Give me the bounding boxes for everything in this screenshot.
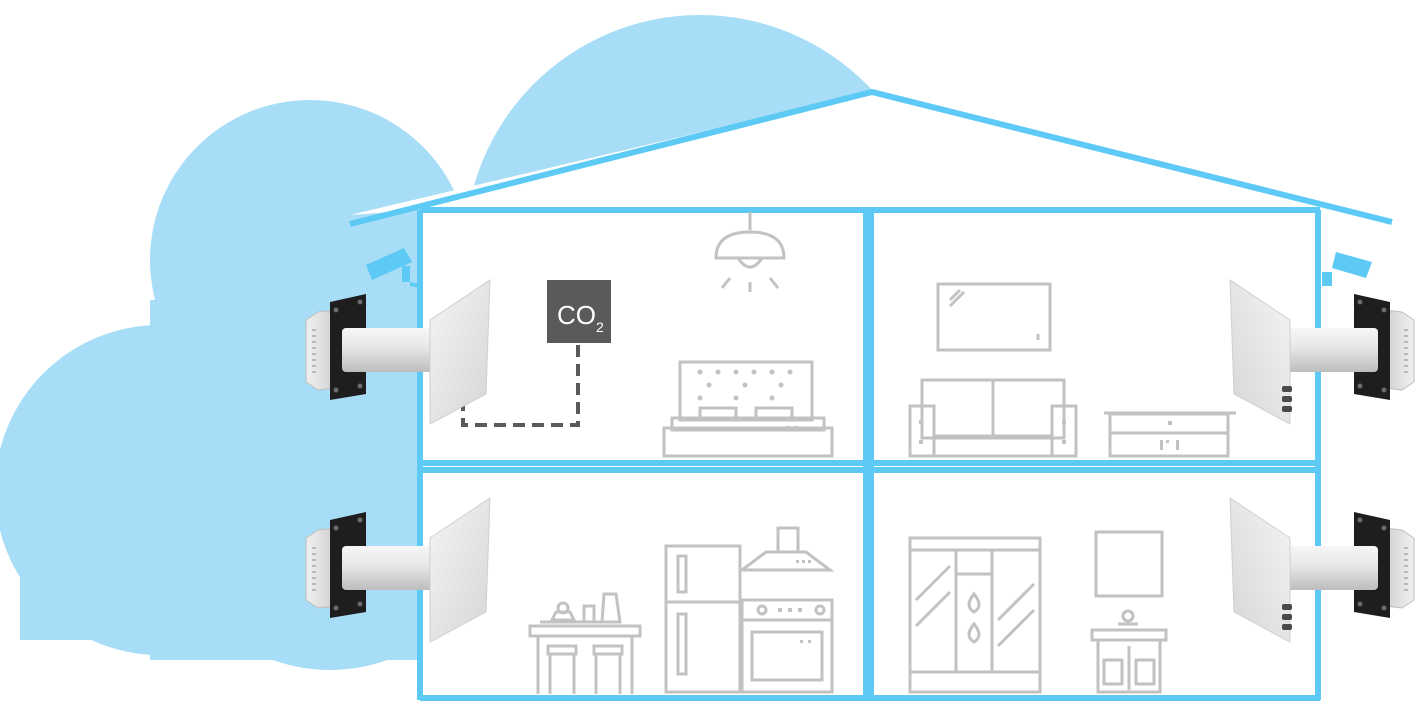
wall-ventilator-icon (1230, 498, 1414, 642)
outdoor-hood-icon (1322, 252, 1372, 286)
wall-ventilator-icon (1230, 280, 1414, 424)
co2-sensor-icon: CO2 (547, 280, 611, 343)
